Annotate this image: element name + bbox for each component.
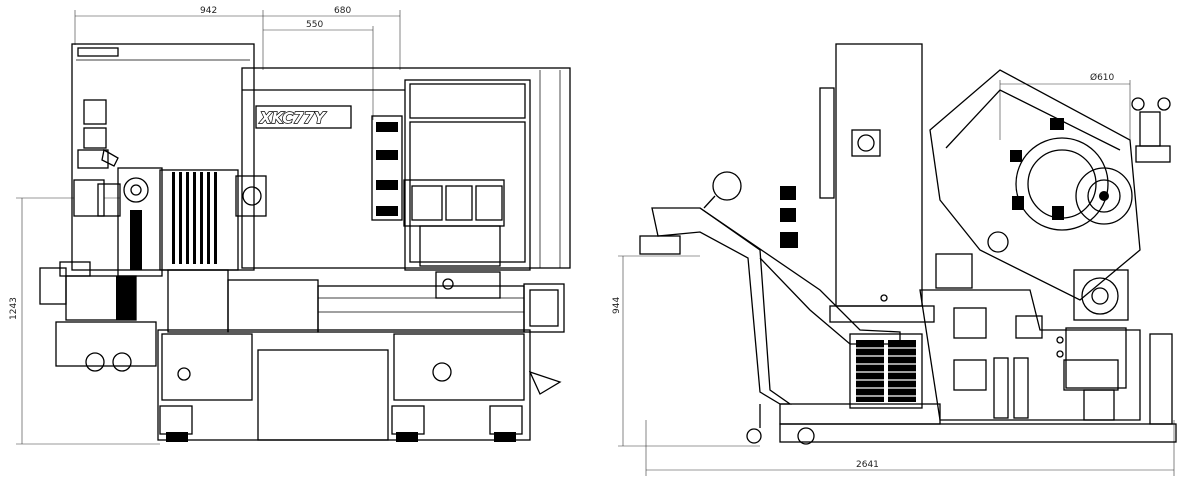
pressure-gauges xyxy=(1131,97,1171,163)
heat-exchanger xyxy=(849,333,923,409)
turret-head xyxy=(929,69,1141,321)
dim-height-side: 944 xyxy=(612,297,622,314)
front-dimensions xyxy=(16,10,401,445)
brand-logo: XKC77Y xyxy=(259,109,327,127)
side-dimensions xyxy=(618,80,1175,476)
dim-length: 2641 xyxy=(856,460,879,470)
side-base xyxy=(779,253,1177,443)
dim-width-overall: 942 xyxy=(200,6,217,16)
stacked-parts xyxy=(780,87,835,248)
headstock xyxy=(117,167,267,277)
main-enclosure: XKC77Y xyxy=(241,67,571,271)
side-view: Ø610 944 2641 xyxy=(612,43,1177,476)
left-motor xyxy=(39,261,137,321)
front-view: 942 680 550 1243 xyxy=(9,6,571,445)
tool-turret xyxy=(371,115,505,267)
chip-conveyor xyxy=(639,171,901,445)
dim-height-front: 1243 xyxy=(9,297,19,320)
dim-width-inner: 550 xyxy=(306,20,323,30)
side-cabinet xyxy=(829,43,935,323)
machine-base xyxy=(55,269,565,442)
electrical-cabinet xyxy=(71,43,255,271)
dim-width-upper: 680 xyxy=(334,6,351,16)
spindle-fins xyxy=(172,172,217,264)
dim-turret-diameter: Ø610 xyxy=(1090,72,1115,83)
